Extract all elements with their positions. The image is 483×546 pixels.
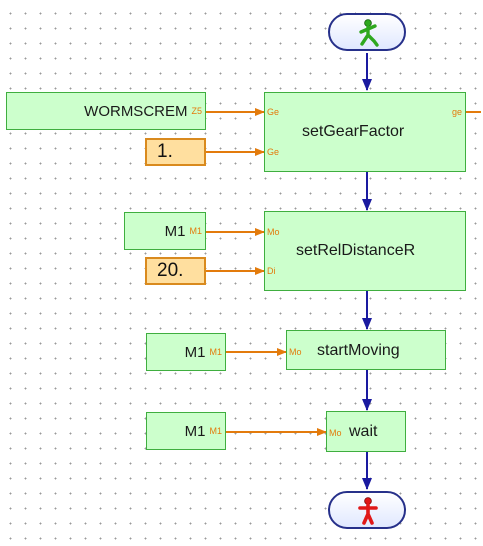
block-start-moving[interactable]: Mo startMoving [286,330,446,370]
block-name: wait [349,423,378,440]
source-label: M1 [184,343,206,361]
constant-gear-factor[interactable]: 1. [145,138,206,166]
green-walking-man-icon [359,19,379,47]
source-port: M1 [209,426,222,436]
input-pin-di: Di [267,266,276,276]
end-terminal[interactable] [328,491,406,529]
block-name: startMoving [317,342,400,359]
source-m1-c[interactable]: M1 M1 [146,412,226,450]
block-name: setRelDistanceR [296,242,416,259]
start-terminal[interactable] [328,13,406,51]
input-pin-mo: Mo [289,347,302,357]
input-pin-ge-2: Ge [267,147,280,157]
block-set-rel-distance[interactable]: Mo Di setRelDistanceR [264,211,466,291]
source-port: Z5 [191,106,202,116]
source-label: M1 [164,222,186,240]
source-label: WORMSCREM [84,102,188,120]
source-m1-a[interactable]: M1 M1 [124,212,206,250]
block-name: setGearFactor [302,123,405,140]
block-wait[interactable]: Mo wait [326,411,406,452]
block-set-gear-factor[interactable]: Ge Ge ge setGearFactor [264,92,466,172]
input-pin-mo: Mo [329,428,342,438]
constant-distance[interactable]: 20. [145,257,206,285]
source-m1-b[interactable]: M1 M1 [146,333,226,371]
red-standing-man-icon [358,497,378,525]
input-pin-ge-1: Ge [267,107,280,117]
input-pin-mo: Mo [267,227,280,237]
source-port: M1 [189,226,202,236]
source-wormscrem[interactable]: WORMSCREM Z5 [6,92,206,130]
source-port: M1 [209,347,222,357]
output-pin-ge: ge [451,107,462,117]
source-label: M1 [184,422,206,440]
